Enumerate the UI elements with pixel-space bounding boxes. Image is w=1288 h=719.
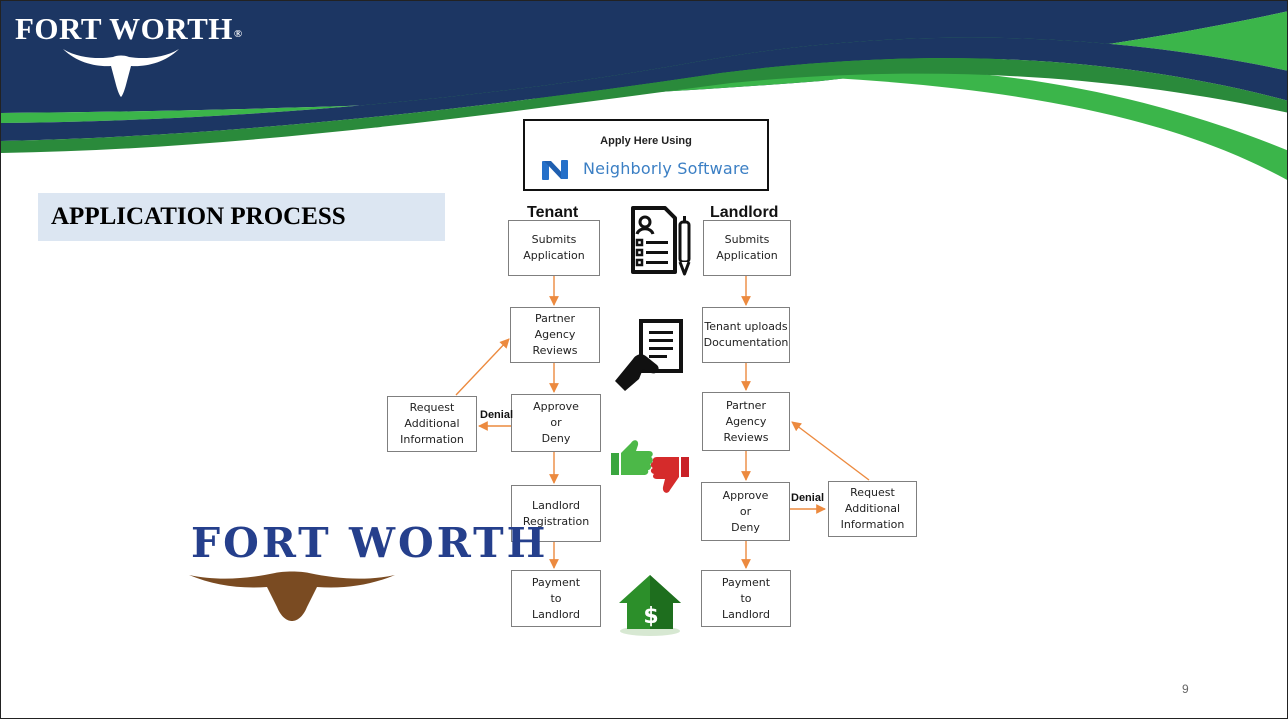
landlord-request-box: Request Additional Information xyxy=(828,481,917,537)
landlord-upload-box: Tenant uploads Documentation xyxy=(702,307,790,363)
longhorn-icon xyxy=(63,49,179,97)
fort-worth-logo: FORT WORTH xyxy=(191,519,549,567)
header-logo-text: FORT WORTH xyxy=(15,11,233,46)
landlord-review-box: Partner Agency Reviews xyxy=(702,392,790,451)
tenant-registration-box: Landlord Registration xyxy=(511,485,601,542)
arrow-landlord-request-review xyxy=(791,421,870,481)
svg-text:$: $ xyxy=(643,604,658,629)
apply-caption: Apply Here Using xyxy=(600,135,692,147)
registered-mark: ® xyxy=(233,28,243,40)
application-form-icon xyxy=(631,206,691,276)
longhorn-icon xyxy=(189,571,395,621)
apply-box: Apply Here Using Neighborly Software xyxy=(523,119,769,191)
house-dollar-icon: $ xyxy=(619,575,681,636)
arrow-tenant-request-review xyxy=(455,338,510,396)
hand-document-icon xyxy=(615,319,683,391)
tenant-denial-label: Denial xyxy=(480,409,514,421)
landlord-heading: Landlord xyxy=(710,204,779,221)
landlord-decision-box: Approve or Deny xyxy=(701,482,790,541)
landlord-payment-box: Payment to Landlord xyxy=(701,570,791,627)
page-number: 9 xyxy=(1182,682,1189,696)
tenant-decision-box: Approve or Deny xyxy=(511,394,601,452)
tenant-heading: Tenant xyxy=(527,204,579,221)
tenant-payment-box: Payment to Landlord xyxy=(511,570,601,627)
tenant-review-box: Partner Agency Reviews xyxy=(510,307,600,363)
tenant-request-box: Request Additional Information xyxy=(387,396,477,452)
thumbs-up-down-icon xyxy=(611,440,689,493)
neighborly-n-icon xyxy=(542,160,568,180)
page-title: APPLICATION PROCESS xyxy=(38,193,445,241)
header-banner xyxy=(1,1,1287,180)
header-logo: FORT WORTH® xyxy=(15,11,243,47)
landlord-denial-label: Denial xyxy=(791,492,825,504)
tenant-submit-box: Submits Application xyxy=(508,220,600,276)
brand-name: Neighborly Software xyxy=(583,159,750,178)
landlord-submit-box: Submits Application xyxy=(703,220,791,276)
